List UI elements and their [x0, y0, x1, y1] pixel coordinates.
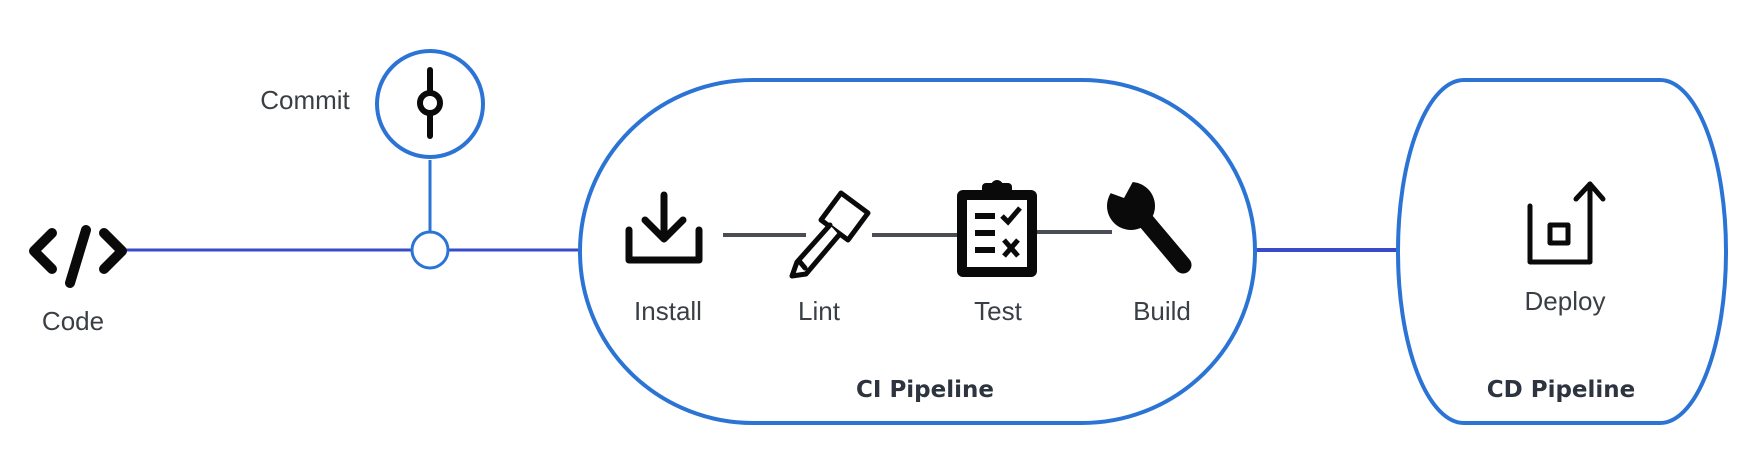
deploy-icon: [1527, 181, 1606, 265]
cd-pipeline-title: CD Pipeline: [1487, 377, 1636, 403]
ci-step-label-test: Test: [974, 296, 1022, 326]
lint-roller-icon: [789, 190, 871, 279]
commit-label: Commit: [260, 85, 350, 115]
git-commit-icon: [417, 67, 443, 139]
ci-step-label-lint: Lint: [798, 296, 841, 326]
download-icon: [625, 191, 703, 264]
code-label: Code: [42, 306, 104, 336]
code-icon: [29, 225, 127, 288]
commit-junction-node: [410, 230, 450, 270]
wrench-icon: [1102, 170, 1192, 274]
cd-step-label-deploy: Deploy: [1525, 286, 1606, 316]
cd-pipeline-container: [1396, 78, 1728, 425]
ci-pipeline-container: [578, 78, 1257, 425]
ci-step-label-build: Build: [1133, 296, 1191, 326]
clipboard-checklist-icon: [957, 180, 1037, 277]
ci-step-label-install: Install: [634, 296, 702, 326]
ci-pipeline-title: CI Pipeline: [856, 377, 994, 403]
